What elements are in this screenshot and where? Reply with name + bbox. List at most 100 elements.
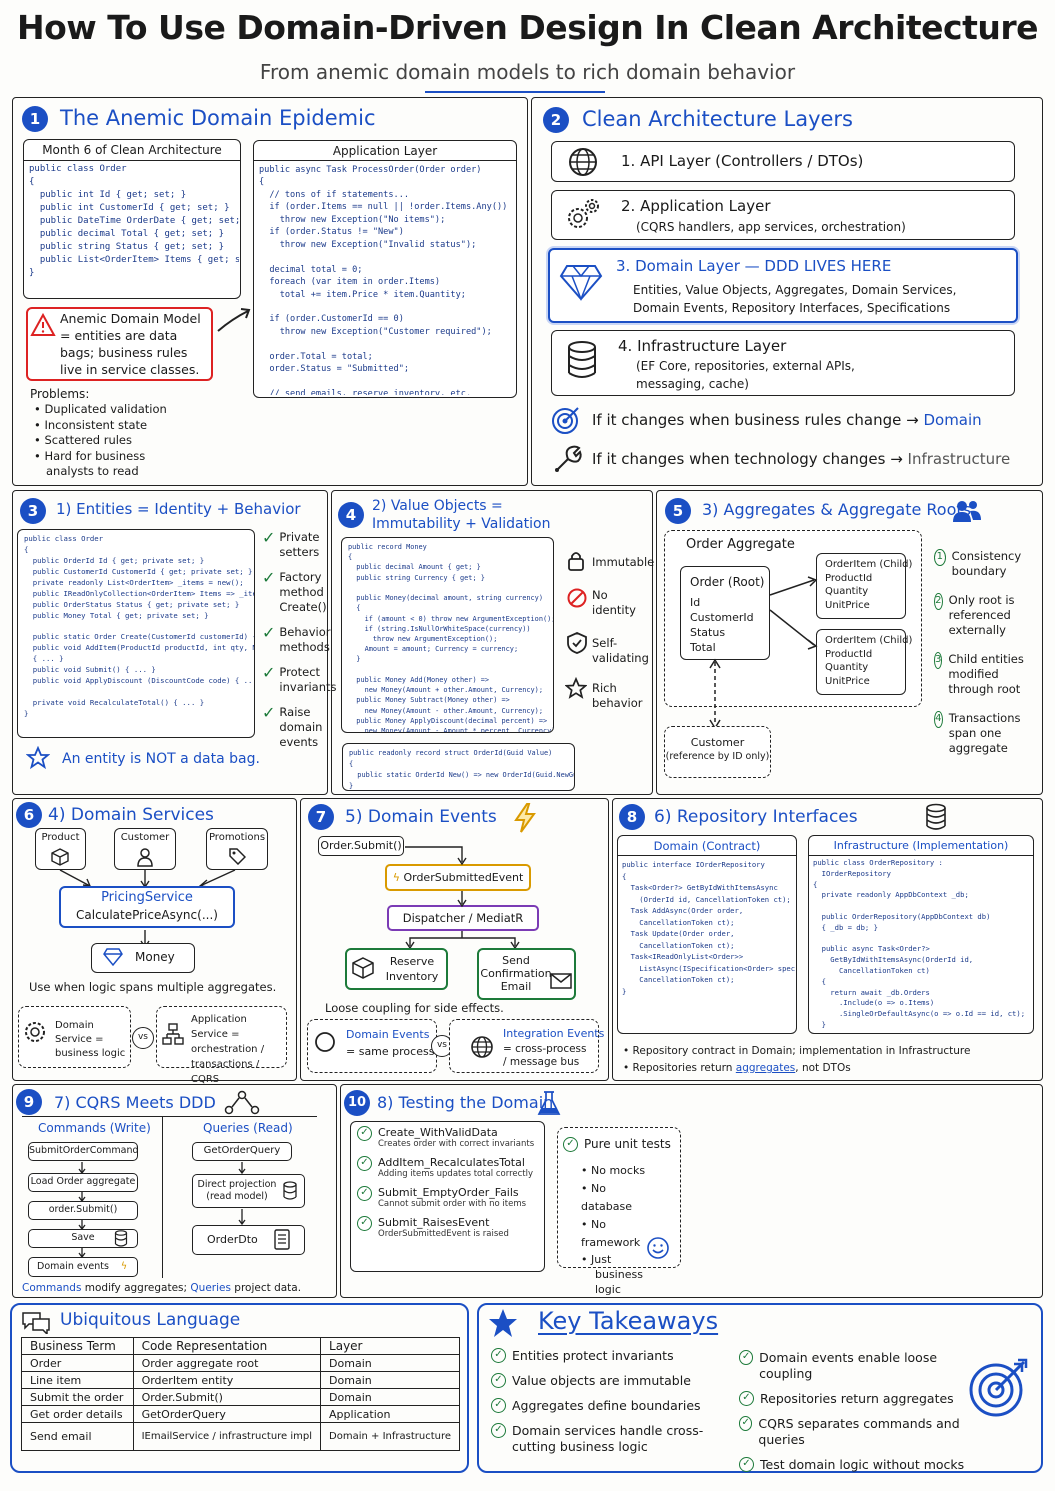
box-icon: [352, 957, 374, 979]
test-name: Submit_RaisesEvent: [378, 1216, 490, 1229]
problem-item: • Scattered rules: [34, 433, 133, 447]
event-box: ϟ OrderSubmittedEvent: [385, 864, 531, 891]
input-product-label: Product: [41, 832, 80, 843]
rule-domain-text: If it changes when business rules change: [592, 411, 902, 429]
section-2-number: 2: [543, 107, 569, 133]
section-6-heading: 4) Domain Services: [48, 805, 214, 825]
takeaway-item: ✓Value objects are immutable: [491, 1373, 731, 1389]
wrench-icon: [555, 445, 582, 472]
event-bolt-icon: ϟ: [392, 871, 404, 884]
layer-domain-title: 3. Domain Layer — DDD LIVES HERE: [616, 257, 892, 275]
repo-impl-title: Infrastructure (Implementation): [833, 839, 1009, 852]
anemic-order-divider: [23, 160, 241, 161]
entity-note: An entity is NOT a data bag.: [62, 751, 260, 767]
customer-reference-title: Customer: [690, 736, 745, 749]
lock-icon: [568, 552, 584, 571]
event-label: OrderSubmittedEvent: [403, 871, 524, 884]
section-value-objects: [331, 490, 653, 795]
table-cell: Order: [21, 1354, 134, 1372]
rule-domain: If it changes when business rules change…: [592, 411, 982, 429]
section-2-heading: Clean Architecture Layers: [582, 107, 854, 131]
app-service-compare-text: Application Service = orchestration / tr…: [191, 1014, 265, 1085]
table-cell: Domain + Infrastructure: [320, 1422, 460, 1451]
section-ubiquitous: [10, 1303, 469, 1473]
reserve-inventory-box: [345, 948, 448, 990]
order-item-child-2: [816, 629, 906, 695]
table-cell: Submit the order: [21, 1388, 134, 1406]
cmd-step: order.Submit(): [28, 1201, 138, 1220]
takeaway-item: ✓Repositories return aggregates: [739, 1391, 979, 1407]
repo-contract-title: Domain (Contract): [653, 839, 761, 853]
page-subtitle: From anemic domain models to rich domain…: [259, 60, 796, 84]
child-field: UnitPrice: [825, 599, 870, 611]
document-icon: [274, 1229, 290, 1250]
target-large-icon: [969, 1358, 1028, 1417]
takeaway-item: ✓Test domain logic without mocks: [739, 1457, 979, 1473]
section-takeaways: [477, 1303, 1043, 1473]
pure-tests-box: [557, 1127, 681, 1268]
domain-service-compare: [18, 1006, 131, 1068]
domain-service-note: Use when logic spans multiple aggregates…: [29, 980, 277, 994]
layer-infrastructure-sub: (EF Core, repositories, external APIs, m…: [636, 359, 855, 391]
section-3-number: 3: [20, 498, 46, 524]
hierarchy-icon: [162, 1023, 184, 1045]
database-tiny-icon: [283, 1181, 297, 1200]
section-domain-services: [12, 798, 297, 1081]
gear-icon: [25, 1022, 45, 1042]
table-cell: IEmailService / infrastructure impl: [132, 1422, 322, 1451]
cmd-step: SubmitOrderCommand: [28, 1142, 139, 1161]
section-10-heading: 8) Testing the Domain: [377, 1093, 554, 1112]
order-root-box: [680, 566, 770, 660]
layer-infrastructure-title: 4. Infrastructure Layer: [618, 337, 787, 355]
anemic-order-code: public class Order { public int Id { get…: [25, 162, 239, 296]
takeaway-item: ✓Aggregates define boundaries: [491, 1398, 731, 1414]
app-layer-code: public async Task ProcessOrder(Order ord…: [255, 163, 515, 395]
section-repository: [612, 798, 1043, 1081]
qry-step-projection: [192, 1174, 305, 1208]
customer-reference-box: [664, 726, 771, 778]
repo-bullet-1-text: Repository contract in Domain; implement…: [632, 1045, 971, 1057]
pricing-service-name: PricingService: [101, 890, 193, 905]
queries-title: Queries (Read): [203, 1121, 293, 1135]
page-title: How To Use Domain-Driven Design In Clean…: [16, 8, 1039, 47]
section-4-heading: 2) Value Objects = Immutability + Valida…: [372, 498, 551, 532]
repo-bullet-2c: , not DTOs: [795, 1062, 851, 1074]
root-field: Status: [690, 626, 726, 639]
repo-impl-divider: [808, 855, 1034, 856]
test-desc: Creates order with correct invariants: [378, 1139, 535, 1149]
vs-badge: vs: [132, 1027, 154, 1049]
cmd-arrows: [78, 1162, 86, 1259]
repo-bullet-2: • Repositories return aggregates, not DT…: [623, 1062, 851, 1074]
order-item-child-2-text: OrderItem (Child) ProductId Quantity Uni…: [825, 634, 912, 688]
qry-dto-label: OrderDto: [207, 1233, 258, 1246]
star-outline-icon: [565, 677, 587, 699]
child-title: OrderItem (Child): [825, 559, 913, 570]
cqrs-note-mid: modify aggregates;: [81, 1282, 191, 1294]
anemic-order-title: Month 6 of Clean Architecture: [42, 143, 222, 157]
customer-reference-note: (reference by ID only): [665, 751, 770, 762]
test-name: Create_WithValidData: [378, 1126, 498, 1139]
layer-application-title: 2. Application Layer: [621, 197, 771, 215]
section-entities: [12, 490, 328, 795]
section-7-heading: 5) Domain Events: [345, 807, 497, 827]
repo-contract-divider: [617, 855, 797, 856]
pricing-service-method: CalculatePriceAsync(...): [76, 908, 218, 922]
pure-item: • Just business logic: [581, 1253, 643, 1296]
table-cell: OrderItem entity: [132, 1371, 322, 1389]
takeaway-item: ✓Domain events enable loose coupling: [739, 1350, 979, 1382]
child-field: ProductId: [825, 572, 873, 584]
warning-icon: [30, 313, 56, 336]
entity-check: ✓Private setters: [262, 528, 320, 560]
child-title: OrderItem (Child): [825, 635, 913, 646]
layer-domain-sub: Entities, Value Objects, Aggregates, Dom…: [633, 283, 957, 315]
table-cell: Line item: [21, 1371, 134, 1389]
section-cqrs: [12, 1084, 337, 1298]
